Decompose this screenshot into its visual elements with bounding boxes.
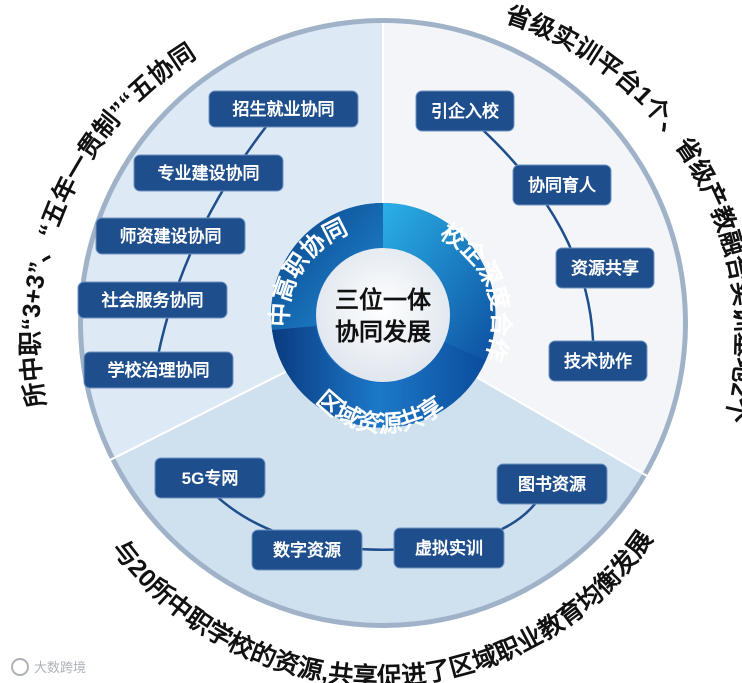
left-item-pill: 专业建设协同 (133, 154, 284, 192)
right-item-pill: 资源共享 (555, 247, 655, 289)
pill-label: 虚拟实训 (415, 538, 483, 558)
pill-label: 数字资源 (273, 540, 341, 560)
pill-label: 引企入校 (431, 101, 500, 121)
pill-label: 招生就业协同 (233, 99, 335, 119)
center-disc (316, 248, 450, 382)
center-line-2: 协同发展 (335, 318, 431, 346)
pill-box (154, 457, 266, 499)
center-line-1: 三位一体 (335, 286, 432, 314)
pill-box (512, 164, 612, 206)
bottom-item-pill: 图书资源 (496, 463, 608, 505)
right-item-pill: 引企入校 (415, 90, 515, 132)
left-item-pill: 社会服务协同 (77, 281, 228, 319)
pill-box (95, 217, 246, 255)
bottom-item-pill: 虚拟实训 (393, 527, 505, 569)
ring-segment-right (383, 202, 496, 360)
watermark-logo-icon (11, 658, 29, 676)
pill-label: 学校治理协同 (108, 360, 210, 380)
pill-label: 协同育人 (528, 175, 597, 195)
pill-label: 技术协作 (564, 351, 632, 371)
ring-segment-bottom (272, 326, 486, 428)
pill-box (415, 90, 515, 132)
ring-segment-top-left (270, 203, 383, 330)
central-ring: 中高职协同 校企深度合作 区域资源共享 三位一体 协同发展 (266, 202, 515, 438)
right-item-pill: 技术协作 (548, 340, 648, 382)
left-item-pill: 师资建设协同 (95, 217, 246, 255)
pill-box (393, 527, 505, 569)
pill-label: 专业建设协同 (158, 163, 260, 183)
pill-label: 图书资源 (518, 474, 586, 494)
pill-box (133, 154, 284, 192)
bottom-item-pill: 5G专网 (154, 457, 266, 499)
pill-label: 5G专网 (182, 468, 239, 488)
left-item-pill: 学校治理协同 (83, 351, 234, 389)
pill-label: 社会服务协同 (101, 290, 204, 310)
watermark-text: 大数跨境 (34, 660, 86, 675)
pill-label: 资源共享 (571, 258, 639, 278)
watermark: 大数跨境 (11, 658, 86, 676)
bottom-item-pill: 数字资源 (251, 529, 363, 571)
pill-box (83, 351, 234, 389)
pill-box (548, 340, 648, 382)
pill-box (496, 463, 608, 505)
right-item-pill: 协同育人 (512, 164, 612, 206)
pill-box (251, 529, 363, 571)
pill-box (208, 90, 359, 128)
left-item-pill: 招生就业协同 (208, 90, 359, 128)
pill-box (555, 247, 655, 289)
pill-label: 师资建设协同 (120, 226, 222, 246)
pill-box (77, 281, 228, 319)
